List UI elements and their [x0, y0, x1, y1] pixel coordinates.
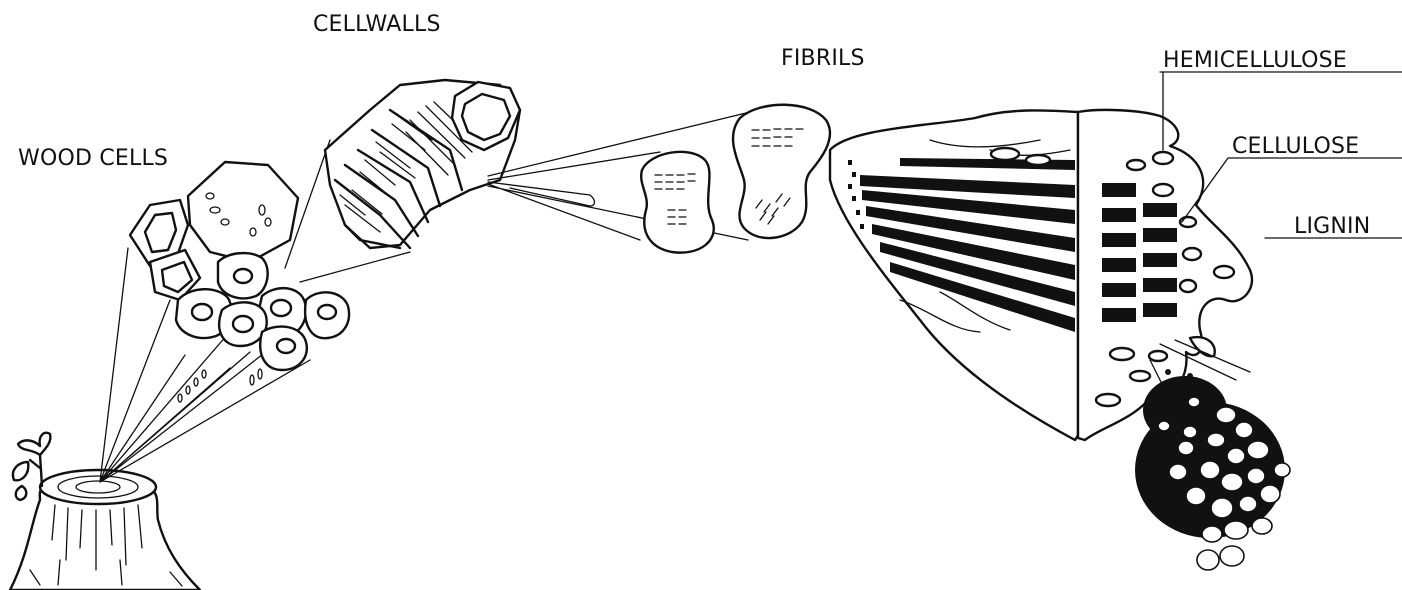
cellwalls-illustration: [285, 80, 520, 282]
label-cellulose: CELLULOSE: [1232, 134, 1359, 159]
label-wood-cells: WOOD CELLS: [18, 146, 168, 171]
microfibril-block-illustration: [830, 110, 1088, 440]
fibrils-illustration: [641, 105, 830, 253]
label-hemicellulose: HEMICELLULOSE: [1163, 48, 1347, 73]
wood-cells-illustration: [130, 162, 349, 402]
tree-stump-illustration: [10, 433, 200, 590]
label-fibrils: FIBRILS: [781, 46, 865, 71]
label-lignin: LIGNIN: [1294, 214, 1370, 239]
label-cellwalls: CELLWALLS: [313, 12, 441, 37]
